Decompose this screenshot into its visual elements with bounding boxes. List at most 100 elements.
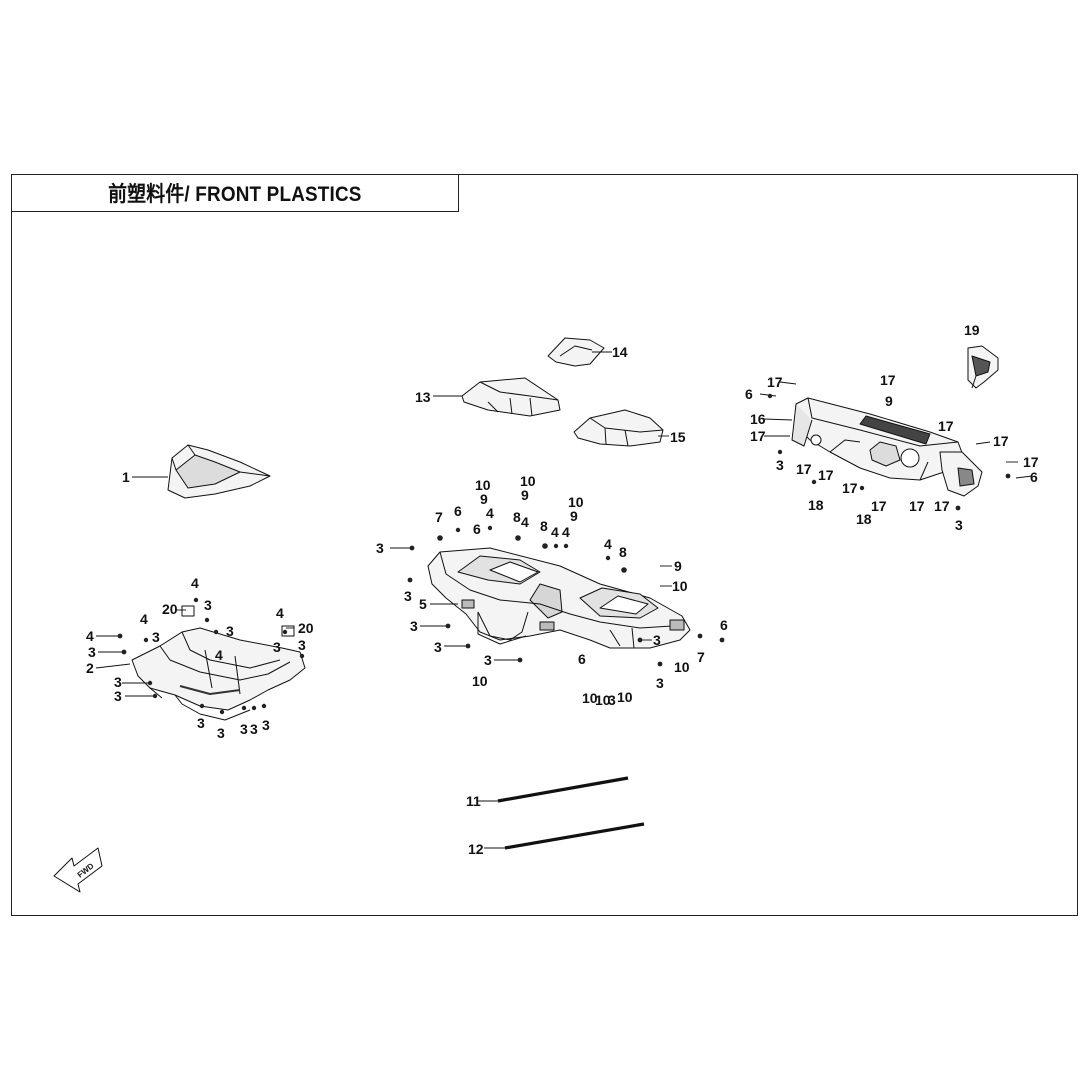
callout-15: 15 — [670, 429, 686, 445]
callout-8: 8 — [619, 544, 627, 560]
callout-18: 18 — [856, 511, 872, 527]
callout-6: 6 — [745, 386, 753, 402]
callout-4: 4 — [140, 611, 148, 627]
callout-17: 17 — [842, 480, 858, 496]
callout-10: 10 — [475, 477, 491, 493]
callout-6: 6 — [473, 521, 481, 537]
callout-16: 16 — [750, 411, 766, 427]
callout-14: 14 — [612, 344, 628, 360]
callout-13: 13 — [415, 389, 431, 405]
callout-3: 3 — [484, 652, 492, 668]
callout-labels: 1 2 3 4 3 3 4 3 20 4 3 3 4 4 20 3 3 3 3 … — [86, 322, 1039, 857]
callout-10: 10 — [617, 689, 633, 705]
callout-9: 9 — [885, 393, 893, 409]
callout-4: 4 — [551, 524, 559, 540]
callout-10: 10 — [472, 673, 488, 689]
part-19-bracket — [967, 345, 999, 389]
part-2-lower-frame — [131, 605, 306, 721]
callout-20: 20 — [162, 601, 178, 617]
callout-10: 10 — [672, 578, 688, 594]
callout-3: 3 — [250, 721, 258, 737]
callout-3: 3 — [152, 629, 160, 645]
callout-6: 6 — [720, 617, 728, 633]
part-15-right-lid — [573, 409, 664, 447]
callout-12: 12 — [468, 841, 484, 857]
leader-lines — [95, 351, 1033, 849]
callout-7: 7 — [435, 509, 443, 525]
callout-3: 3 — [608, 692, 616, 708]
dashboard-panel — [791, 397, 983, 497]
callout-3: 3 — [434, 639, 442, 655]
callout-10: 10 — [520, 473, 536, 489]
diagram-title: 前塑料件/ FRONT PLASTICS — [108, 183, 362, 206]
callout-3: 3 — [204, 597, 212, 613]
part-13-storage-lid — [461, 377, 561, 417]
callout-3: 3 — [226, 623, 234, 639]
callout-7: 7 — [697, 649, 705, 665]
callout-17: 17 — [993, 433, 1009, 449]
part-12-trim-strip — [504, 822, 645, 850]
callout-3: 3 — [217, 725, 225, 741]
callout-6: 6 — [578, 651, 586, 667]
callout-4: 4 — [191, 575, 199, 591]
callout-3: 3 — [114, 674, 122, 690]
fasteners — [117, 393, 1011, 715]
title-block: 前塑料件/ FRONT PLASTICS — [11, 174, 459, 212]
callout-18: 18 — [808, 497, 824, 513]
callout-17: 17 — [880, 372, 896, 388]
callout-4: 4 — [276, 605, 284, 621]
callout-9: 9 — [570, 508, 578, 524]
callout-19: 19 — [964, 322, 980, 338]
callout-3: 3 — [88, 644, 96, 660]
callout-6: 6 — [1030, 469, 1038, 485]
callout-3: 3 — [197, 715, 205, 731]
callout-20: 20 — [298, 620, 314, 636]
callout-17: 17 — [750, 428, 766, 444]
callout-4: 4 — [86, 628, 94, 644]
part-1-nose-cowl — [167, 444, 271, 499]
callout-4: 4 — [486, 505, 494, 521]
callout-8: 8 — [540, 518, 548, 534]
callout-9: 9 — [480, 491, 488, 507]
callout-17: 17 — [909, 498, 925, 514]
callout-10: 10 — [582, 690, 598, 706]
callout-9: 9 — [674, 558, 682, 574]
drawing-frame — [11, 174, 1078, 916]
callout-3: 3 — [955, 517, 963, 533]
callout-17: 17 — [796, 461, 812, 477]
central-body-tub — [427, 547, 691, 649]
callout-5: 5 — [419, 596, 427, 612]
callout-17: 17 — [938, 418, 954, 434]
callout-10: 10 — [674, 659, 690, 675]
callout-17: 17 — [767, 374, 783, 390]
callout-2: 2 — [86, 660, 94, 676]
callout-4: 4 — [562, 524, 570, 540]
callout-3: 3 — [404, 588, 412, 604]
callout-4: 4 — [215, 647, 223, 663]
callout-3: 3 — [273, 639, 281, 655]
callout-6: 6 — [454, 503, 462, 519]
callout-11: 11 — [466, 793, 481, 809]
callout-3: 3 — [376, 540, 384, 556]
callout-3: 3 — [240, 721, 248, 737]
callout-3: 3 — [776, 457, 784, 473]
callout-3: 3 — [114, 688, 122, 704]
callout-1: 1 — [122, 469, 130, 485]
callout-17: 17 — [934, 498, 950, 514]
callout-10: 10 — [568, 494, 584, 510]
callout-4: 4 — [521, 514, 529, 530]
callout-3: 3 — [410, 618, 418, 634]
callout-4: 4 — [604, 536, 612, 552]
callout-3: 3 — [262, 717, 270, 733]
callout-17: 17 — [1023, 454, 1039, 470]
callout-3: 3 — [298, 637, 306, 653]
part-14-small-cover — [547, 337, 605, 367]
fwd-direction-arrow — [53, 847, 103, 893]
callout-3: 3 — [656, 675, 664, 691]
callout-17: 17 — [871, 498, 887, 514]
callout-9: 9 — [521, 487, 529, 503]
callout-17: 17 — [818, 467, 834, 483]
callout-3: 3 — [653, 632, 661, 648]
